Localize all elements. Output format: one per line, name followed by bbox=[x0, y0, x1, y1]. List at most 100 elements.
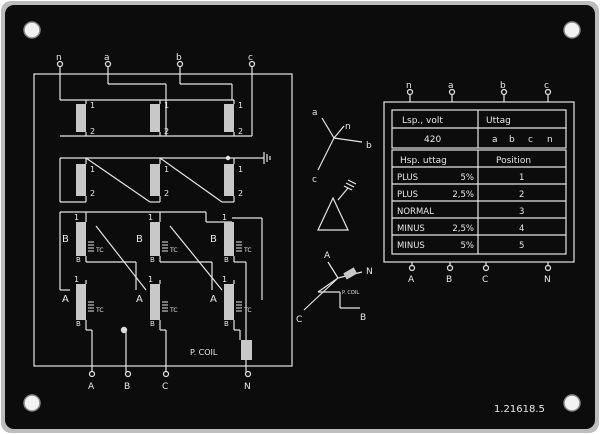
winding-core bbox=[150, 164, 160, 196]
winding-terminal-label: 1 bbox=[148, 275, 153, 284]
tap-letter: B bbox=[224, 320, 229, 328]
uttag-header: Uttag bbox=[486, 116, 511, 126]
vector-label: n bbox=[345, 122, 351, 132]
table-terminal-bottom: A bbox=[408, 275, 415, 285]
winding-terminal-label: 2 bbox=[164, 189, 169, 198]
winding-terminal-label: 1 bbox=[90, 165, 95, 174]
tap-letter: B bbox=[150, 320, 155, 328]
position-header: Position bbox=[496, 156, 531, 166]
vector-label: c bbox=[312, 175, 317, 185]
winding-terminal-label: 1 bbox=[164, 165, 169, 174]
tap-letter: B bbox=[150, 256, 155, 264]
terminal-label-top: c bbox=[248, 53, 253, 63]
mounting-hole-icon bbox=[563, 394, 581, 412]
tap-row-label: PLUS bbox=[397, 173, 418, 183]
vector-coil-label: P. COIL bbox=[342, 290, 359, 296]
winding-terminal-label: 1 bbox=[90, 101, 95, 110]
tc-label: TC bbox=[95, 247, 104, 254]
table-terminal-bottom: C bbox=[482, 275, 488, 285]
winding-diagram-frame bbox=[33, 73, 293, 367]
lsp-volt-header: Lsp., volt bbox=[402, 116, 443, 126]
vector-label: C bbox=[296, 315, 302, 325]
winding-terminal-label: 2 bbox=[90, 127, 95, 136]
tap-changer-icon bbox=[88, 301, 94, 312]
winding-terminal-label: 1 bbox=[164, 101, 169, 110]
uttag-value: a bbox=[492, 135, 498, 145]
tap-row-position: 2 bbox=[519, 190, 524, 200]
tap-row-position: 1 bbox=[519, 173, 524, 183]
terminal-label-bottom: N bbox=[244, 382, 251, 392]
uttag-value: b bbox=[509, 135, 515, 145]
part-number: 1.21618.5 bbox=[494, 404, 545, 415]
small-coil-icon bbox=[343, 267, 358, 280]
tap-row-pct: 2,5% bbox=[452, 224, 474, 234]
winding-terminal-label: 1 bbox=[148, 213, 153, 222]
mounting-hole-icon bbox=[23, 21, 41, 39]
uttag-value: c bbox=[528, 135, 533, 145]
hsp-uttag-header: Hsp. uttag bbox=[400, 156, 447, 166]
winding-core bbox=[150, 222, 160, 256]
table-terminal-bottom: N bbox=[544, 275, 551, 285]
tc-label: TC bbox=[243, 307, 252, 314]
winding-core bbox=[224, 164, 234, 196]
winding-terminal-label: 1 bbox=[222, 213, 227, 222]
terminal-label-top: a bbox=[104, 53, 110, 63]
tap-row-position: 4 bbox=[519, 224, 524, 234]
vector-label: N bbox=[366, 267, 373, 277]
tap-row-position: 3 bbox=[519, 207, 524, 217]
winding-letter: B bbox=[62, 234, 69, 245]
ground-icon bbox=[258, 152, 271, 164]
table-terminal-top: b bbox=[500, 81, 506, 91]
winding-terminal-label: 1 bbox=[222, 275, 227, 284]
winding-core bbox=[76, 222, 86, 256]
tap-changer-icon bbox=[162, 241, 168, 252]
winding-terminal-label: 1 bbox=[74, 275, 79, 284]
winding-core bbox=[224, 284, 234, 320]
table-terminal-bottom: B bbox=[446, 275, 452, 285]
winding-core bbox=[76, 104, 86, 132]
tap-row-label: NORMAL bbox=[397, 207, 434, 217]
mounting-hole-icon bbox=[563, 21, 581, 39]
terminal-label-bottom: C bbox=[162, 382, 168, 392]
vector-label: B bbox=[360, 313, 366, 323]
tap-row-label: PLUS bbox=[397, 190, 418, 200]
terminal-label-top: n bbox=[56, 53, 62, 63]
vector-label: A bbox=[324, 251, 331, 261]
terminal-label-bottom: B bbox=[124, 382, 130, 392]
tap-letter: B bbox=[76, 320, 81, 328]
winding-core bbox=[76, 164, 86, 196]
uttag-value: n bbox=[547, 135, 553, 145]
winding-letter: A bbox=[136, 294, 143, 305]
winding-core bbox=[150, 284, 160, 320]
winding-letter: B bbox=[136, 234, 143, 245]
terminal-label-top: b bbox=[176, 53, 182, 63]
tap-row-pct: 5% bbox=[461, 173, 475, 183]
tap-row-position: 5 bbox=[519, 241, 524, 251]
winding-terminal-label: 2 bbox=[238, 189, 243, 198]
winding-terminal-label: 2 bbox=[164, 127, 169, 136]
winding-letter: A bbox=[210, 294, 217, 305]
tap-changer-icon bbox=[236, 301, 242, 312]
table-terminal-top: n bbox=[406, 81, 412, 91]
winding-terminal-label: 2 bbox=[238, 127, 243, 136]
tap-row-pct: 5% bbox=[461, 241, 475, 251]
winding-terminal-label: 1 bbox=[238, 165, 243, 174]
winding-core bbox=[224, 222, 234, 256]
vector-label: b bbox=[366, 141, 372, 151]
tap-row-label: MINUS bbox=[397, 224, 425, 234]
winding-terminal-label: 1 bbox=[238, 101, 243, 110]
tap-table-frame bbox=[383, 101, 575, 263]
mounting-hole-icon bbox=[23, 394, 41, 412]
winding-letter: B bbox=[210, 234, 217, 245]
p-coil-label: P. COIL bbox=[190, 348, 218, 357]
tap-row-pct: 2,5% bbox=[452, 190, 474, 200]
terminal-label-bottom: A bbox=[88, 382, 95, 392]
tc-label: TC bbox=[169, 307, 178, 314]
winding-core bbox=[224, 104, 234, 132]
tap-letter: B bbox=[76, 256, 81, 264]
winding-terminal-label: 2 bbox=[90, 189, 95, 198]
p-coil-icon bbox=[241, 340, 252, 360]
tc-label: TC bbox=[95, 307, 104, 314]
winding-core bbox=[150, 104, 160, 132]
